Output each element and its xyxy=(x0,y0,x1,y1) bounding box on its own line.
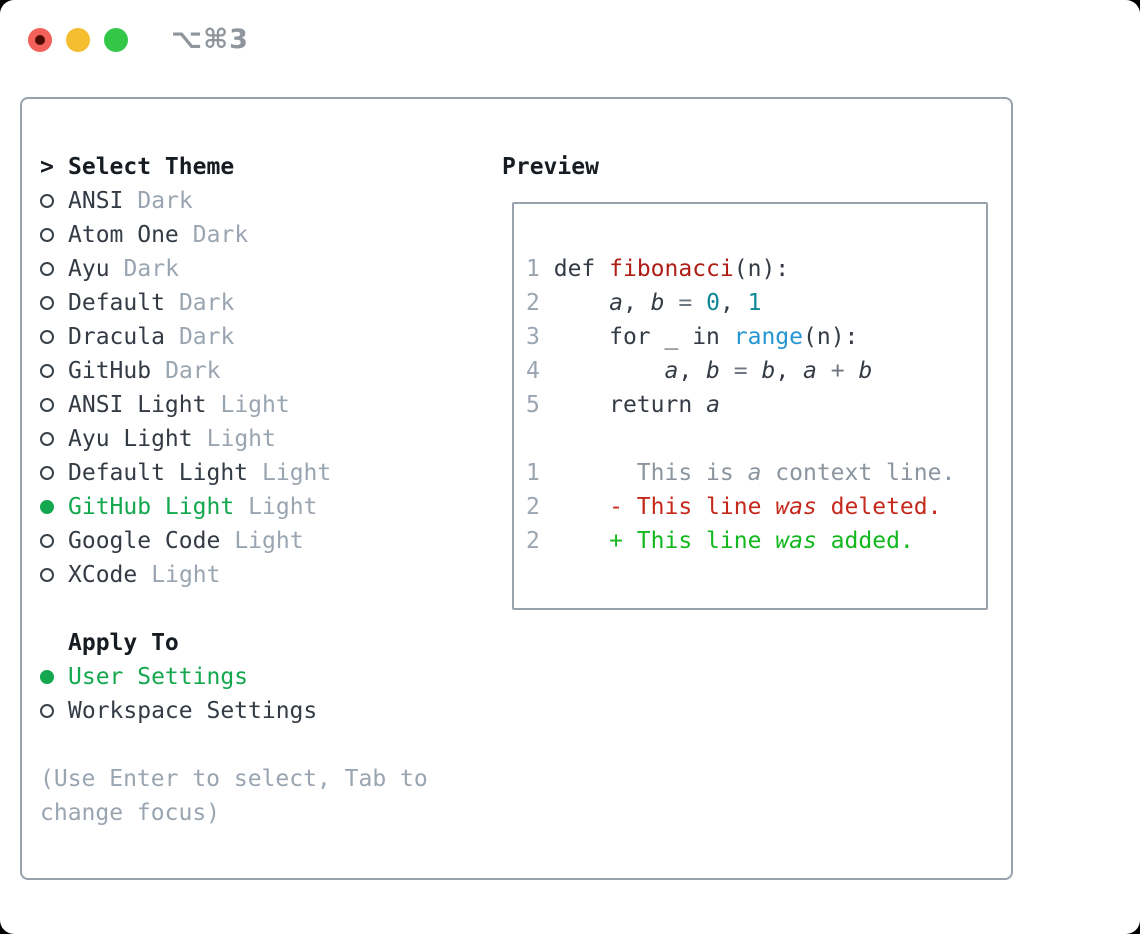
theme-name: ANSI Light xyxy=(68,392,207,418)
radio-icon xyxy=(40,228,54,242)
minimize-button[interactable] xyxy=(66,27,90,52)
theme-variant: Light xyxy=(234,528,304,554)
radio-icon xyxy=(40,364,54,378)
code-line: 4 a, b = b, a + b xyxy=(526,358,873,384)
hint-line: change focus) xyxy=(40,800,221,826)
theme-name: Ayu Light xyxy=(68,426,193,452)
select-theme-header: > Select Theme xyxy=(40,150,428,184)
radio-icon xyxy=(40,296,54,310)
code-line: 3 for _ in range(n): xyxy=(526,324,859,350)
radio-icon xyxy=(40,330,54,344)
theme-item-github-light[interactable]: GitHub Light Light xyxy=(40,490,428,524)
theme-name: XCode xyxy=(68,562,138,588)
theme-item-ayu-light[interactable]: Ayu Light Light xyxy=(40,422,428,456)
theme-name: Default Light xyxy=(68,460,249,486)
hint-text: (Use Enter to select, Tab to change focus… xyxy=(40,762,428,830)
theme-name: Google Code xyxy=(68,528,221,554)
apply-option-workspace-settings[interactable]: Workspace Settings xyxy=(40,694,428,728)
preview-box: 1 def fibonacci(n): 2 a, b = 0, 1 3 for _ … xyxy=(512,202,988,610)
theme-name: ANSI xyxy=(68,188,124,214)
radio-icon xyxy=(40,534,54,548)
theme-name: Default xyxy=(68,290,165,316)
radio-icon xyxy=(40,194,54,208)
theme-variant: Light xyxy=(248,494,318,520)
theme-variant: Light xyxy=(220,392,290,418)
spacer xyxy=(40,592,428,626)
spacer xyxy=(40,728,428,762)
radio-selected-icon xyxy=(40,670,54,684)
code-line: 2 - This line was deleted. xyxy=(526,494,942,520)
theme-name: Dracula xyxy=(68,324,165,350)
radio-icon xyxy=(40,262,54,276)
code-line: 5 return a xyxy=(526,392,720,418)
theme-item-github[interactable]: GitHub Dark xyxy=(40,354,428,388)
code-line: 2 + This line was added. xyxy=(526,528,914,554)
theme-variant: Light xyxy=(206,426,276,452)
theme-variant: Dark xyxy=(178,290,235,316)
theme-item-ayu[interactable]: Ayu Dark xyxy=(40,252,428,286)
theme-item-xcode[interactable]: XCode Light xyxy=(40,558,428,592)
prompt-icon: > xyxy=(40,154,54,180)
titlebar: ⌥⌘3 xyxy=(28,24,249,55)
apply-option-label: User Settings xyxy=(68,664,249,690)
select-theme-header-label: Select Theme xyxy=(68,154,235,180)
theme-name: Atom One xyxy=(68,222,179,248)
hint-line: (Use Enter to select, Tab to xyxy=(40,766,428,792)
apply-option-label: Workspace Settings xyxy=(68,698,318,724)
theme-variant: Dark xyxy=(178,324,235,350)
close-dot-icon xyxy=(35,34,45,45)
radio-icon xyxy=(40,466,54,480)
theme-item-default[interactable]: Default Dark xyxy=(40,286,428,320)
theme-variant: Dark xyxy=(123,256,179,282)
apply-to-header: Apply To xyxy=(40,626,428,660)
close-button[interactable] xyxy=(28,27,52,52)
apply-option-user-settings[interactable]: User Settings xyxy=(40,660,428,694)
preview-code: 1 def fibonacci(n): 2 a, b = 0, 1 3 for _ … xyxy=(526,252,986,558)
theme-item-atom-one[interactable]: Atom One Dark xyxy=(40,218,428,252)
theme-name: GitHub xyxy=(68,358,152,384)
theme-variant: Dark xyxy=(137,188,193,214)
theme-item-google-code[interactable]: Google Code Light xyxy=(40,524,428,558)
window-title: ⌥⌘3 xyxy=(171,24,249,55)
radio-selected-icon xyxy=(40,500,54,514)
radio-icon xyxy=(40,398,54,412)
code-line: 1 def fibonacci(n): xyxy=(526,256,790,282)
preview-header-label: Preview xyxy=(502,154,599,180)
radio-icon xyxy=(40,568,54,582)
theme-variant: Dark xyxy=(192,222,249,248)
theme-item-ansi[interactable]: ANSI Dark xyxy=(40,184,428,218)
theme-item-dracula[interactable]: Dracula Dark xyxy=(40,320,428,354)
theme-name: GitHub Light xyxy=(68,494,235,520)
code-line xyxy=(526,422,986,456)
radio-icon xyxy=(40,704,54,718)
theme-item-default-light[interactable]: Default Light Light xyxy=(40,456,428,490)
theme-variant: Light xyxy=(262,460,332,486)
theme-variant: Light xyxy=(151,562,221,588)
theme-item-ansi-light[interactable]: ANSI Light Light xyxy=(40,388,428,422)
apply-to-header-label: Apply To xyxy=(68,630,179,656)
code-line: 2 a, b = 0, 1 xyxy=(526,290,762,316)
code-line: 1 This is a context line. xyxy=(526,460,956,486)
theme-variant: Dark xyxy=(165,358,221,384)
preview-header: Preview xyxy=(502,150,599,184)
zoom-button[interactable] xyxy=(104,27,128,52)
theme-name: Ayu xyxy=(68,256,110,282)
radio-icon xyxy=(40,432,54,446)
